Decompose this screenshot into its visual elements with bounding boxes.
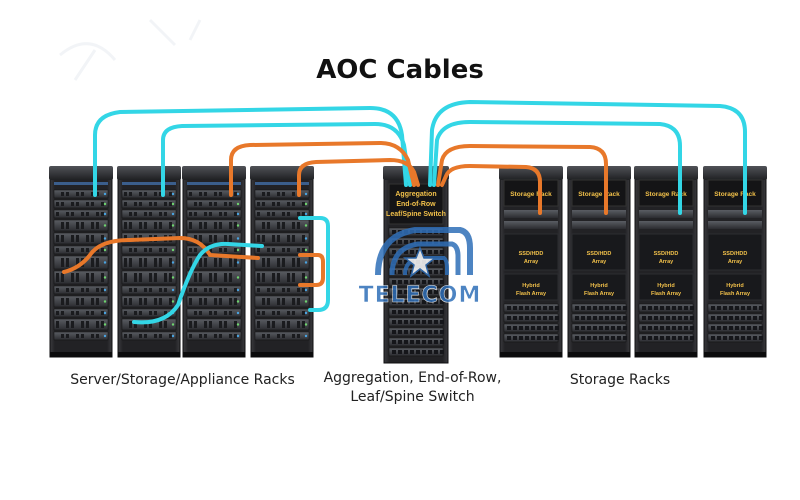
- flash-label-line-1: Hybrid: [726, 283, 743, 289]
- telecom-watermark-logo: TELECOM: [358, 227, 482, 308]
- caption-switch: Aggregation, End-of-Row, Leaf/Spine Swit…: [320, 369, 505, 407]
- cyan-cable-switch-storage3: [432, 119, 682, 215]
- flash-label-line-2: Flash Array: [651, 291, 682, 297]
- array-label-line-2: Array: [592, 259, 607, 265]
- switch-label-line-1: Aggregation: [395, 191, 436, 198]
- star-icon: [402, 245, 438, 278]
- orange-cable-rack3-switch: [229, 140, 416, 197]
- server-rack-4: [250, 166, 314, 358]
- background-watermark-strokes: [59, 18, 202, 81]
- orange-cable-switch-storage2: [436, 143, 608, 215]
- array-label-line-1: SSD/HDD: [587, 251, 612, 257]
- watermark-text: TELECOM: [359, 283, 482, 308]
- caption-switch-line-1: Aggregation, End-of-Row,: [323, 370, 502, 386]
- cyan-cable-rack4-loop: [298, 216, 330, 312]
- cyan-cable-rack1-switch: [93, 105, 408, 197]
- array-label-line-1: SSD/HDD: [519, 251, 544, 257]
- caption-switch-line-2: Leaf/Spine Switch: [350, 389, 475, 405]
- flash-label-line-1: Hybrid: [657, 283, 674, 289]
- flash-label-line-1: Hybrid: [522, 283, 539, 289]
- flash-label-line-2: Flash Array: [516, 291, 547, 297]
- cyan-cable-rack-link-b: [132, 241, 264, 325]
- server-rack-2: [117, 166, 181, 358]
- flash-label-line-2: Flash Array: [584, 291, 615, 297]
- page-title: AOC Cables: [316, 55, 484, 85]
- flash-label-line-1: Hybrid: [590, 283, 607, 289]
- array-label-line-2: Array: [659, 259, 674, 265]
- orange-cable-rack4-switch: [297, 157, 420, 197]
- cyan-cable-rack2-switch: [161, 121, 412, 197]
- orange-cable-rack4-loop: [298, 253, 325, 287]
- switch-label-line-3: Leaf/Spine Switch: [386, 211, 446, 218]
- storage-rack-label: Storage Rack: [578, 191, 620, 198]
- cyan-cable-switch-storage4: [428, 99, 747, 215]
- orange-cable-rack-link-a: [62, 235, 260, 274]
- array-label-line-2: Array: [524, 259, 539, 265]
- flash-label-line-2: Flash Array: [720, 291, 751, 297]
- storage-rack-label: Storage Rack: [645, 191, 687, 198]
- caption-storage-racks: Storage Racks: [569, 372, 671, 388]
- server-rack-3: [182, 166, 246, 358]
- aoc-cables: [62, 99, 747, 325]
- array-label-line-2: Array: [728, 259, 743, 265]
- caption-server-racks: Server/Storage/Appliance Racks: [70, 372, 295, 388]
- orange-cable-switch-storage1: [440, 163, 542, 215]
- storage-rack-label: Storage Rack: [510, 191, 552, 198]
- storage-rack-label: Storage Rack: [714, 191, 756, 198]
- array-label-line-1: SSD/HDD: [654, 251, 679, 257]
- array-label-line-1: SSD/HDD: [723, 251, 748, 257]
- switch-label-line-2: End-of-Row: [396, 201, 436, 208]
